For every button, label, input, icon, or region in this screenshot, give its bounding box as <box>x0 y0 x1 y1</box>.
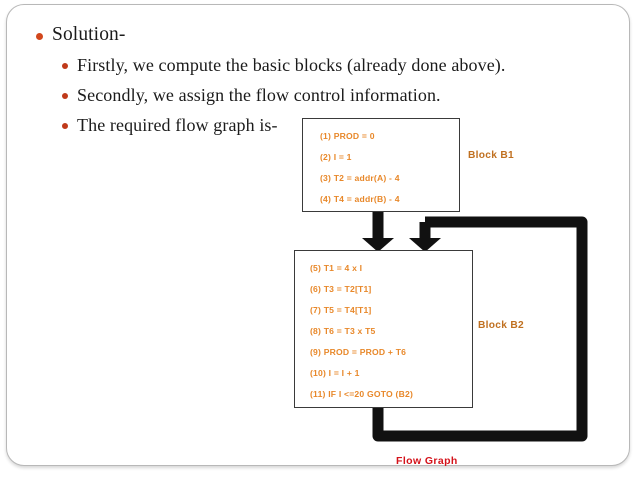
bullet-dot-icon <box>62 93 68 99</box>
bullet-item-secondly: Secondly, we assign the flow control inf… <box>62 83 596 108</box>
block-b1-label: Block B1 <box>468 150 514 161</box>
bullet-list: Solution- Firstly, we compute the basic … <box>36 22 596 143</box>
statement-line: (1) PROD = 0 <box>320 131 375 141</box>
statement-line: (2) I = 1 <box>320 152 352 162</box>
statement-line: (6) T3 = T2[T1] <box>310 284 372 294</box>
statement-line: (11) IF I <=20 GOTO (B2) <box>310 389 414 399</box>
statement-line: (5) T1 = 4 x I <box>310 263 363 273</box>
bullet-text: Firstly, we compute the basic blocks (al… <box>77 55 506 75</box>
statement-line: (7) T5 = T4[T1] <box>310 305 372 315</box>
statement-line: (4) T4 = addr(B) - 4 <box>320 194 400 204</box>
bullet-item-solution: Solution- <box>36 22 596 48</box>
bullet-text: Secondly, we assign the flow control inf… <box>77 85 441 105</box>
block-b2-label: Block B2 <box>478 320 524 331</box>
bullet-item-flow-graph: The required flow graph is- <box>62 113 596 138</box>
statement-line: (3) T2 = addr(A) - 4 <box>320 173 400 183</box>
bullet-item-firstly: Firstly, we compute the basic blocks (al… <box>62 53 596 78</box>
block-b1-box <box>302 118 460 212</box>
statement-line: (8) T6 = T3 x T5 <box>310 326 376 336</box>
bullet-dot-icon <box>62 123 68 129</box>
bullet-text: Solution- <box>52 24 126 45</box>
bullet-text: The required flow graph is- <box>77 115 278 135</box>
statement-line: (9) PROD = PROD + T6 <box>310 347 407 357</box>
block-b2-box <box>294 250 473 408</box>
statement-line: (10) I = I + 1 <box>310 368 360 378</box>
bullet-dot-icon <box>62 63 68 69</box>
block-b2-statements: (5) T1 = 4 x I (6) T3 = T2[T1] (7) T5 = … <box>310 258 413 405</box>
block-b1-statements: (1) PROD = 0 (2) I = 1 (3) T2 = addr(A) … <box>320 126 400 210</box>
flow-graph-caption: Flow Graph <box>396 455 458 467</box>
bullet-dot-icon <box>36 33 43 40</box>
